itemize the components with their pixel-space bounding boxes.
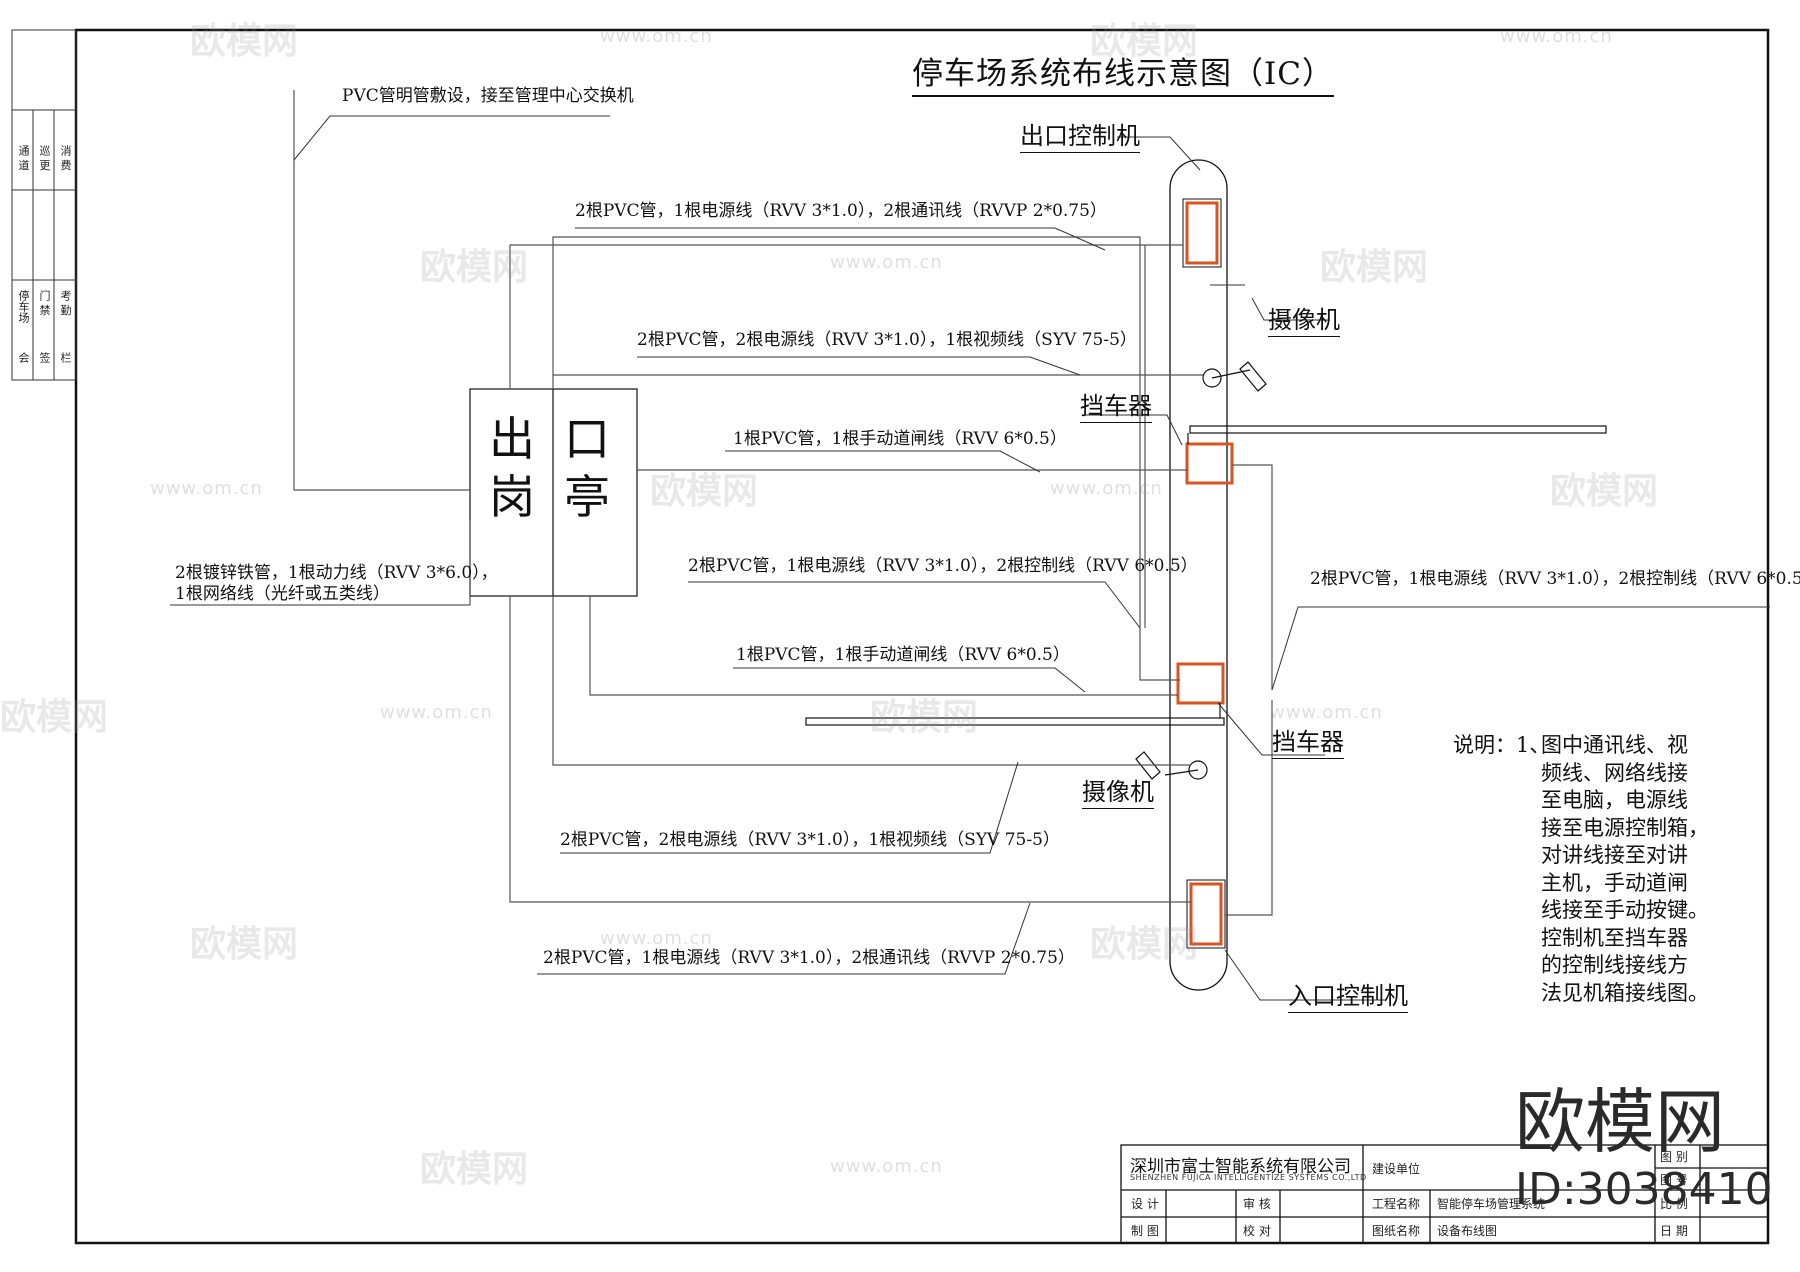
barrier-bottom-label: 挡车器 <box>1272 728 1344 759</box>
cable-label-pvc-center: PVC管明管敷设，接至管理中心交换机 <box>342 86 634 106</box>
notes-line: 法见机箱接线图。 <box>1541 980 1709 1005</box>
notes-body: 图中通讯线、视 频线、网络线接 至电脑，电源线 接至电源控制箱， 对讲线接至对讲… <box>1541 732 1716 1007</box>
watermark-url: www.om.cn <box>1270 702 1383 723</box>
diagram-title: 停车场系统布线示意图（IC） <box>912 56 1334 97</box>
side-panel-col3: 消 费 <box>59 145 72 171</box>
watermark-brand: 欧模网 <box>190 21 299 62</box>
watermark-brand: 欧模网 <box>1090 924 1199 965</box>
exit-controller-box <box>1185 201 1219 265</box>
watermark-brand: 欧模网 <box>420 1149 529 1190</box>
side-panel-col2: 门 禁 <box>38 290 51 316</box>
notes-line: 主机，手动道闸 <box>1541 870 1688 895</box>
leader-lines <box>170 115 1770 1001</box>
tb-type: 图 别 <box>1660 1150 1688 1164</box>
side-panel-col2: 停车场 <box>17 290 30 323</box>
cable-label-bottom-comm: 2根PVC管，1根电源线（RVV 3*1.0），2根通讯线（RVVP 2*0.7… <box>543 948 1075 968</box>
brand-logo-text: 欧模网 <box>1515 1081 1725 1163</box>
watermark-url: www.om.cn <box>1500 26 1613 47</box>
side-panel-col3: 巡 更 <box>38 145 51 171</box>
traffic-island <box>1169 159 1228 991</box>
cable-label-top-video: 2根PVC管，2根电源线（RVV 3*1.0），1根视频线（SYV 75-5） <box>637 330 1137 350</box>
watermark-brand: 欧模网 <box>420 247 529 288</box>
booth-char-kou: 口 <box>564 412 610 466</box>
watermark-url: www.om.cn <box>1050 478 1163 499</box>
notes-line: 对讲线接至对讲 <box>1541 843 1688 867</box>
tb-check: 校 对 <box>1243 1224 1271 1238</box>
watermark-brand: 欧模网 <box>1550 471 1659 512</box>
camera-top <box>1202 361 1267 392</box>
brand-id: ID:3038410 <box>1515 1164 1773 1215</box>
booth-char-gang: 岗 <box>489 470 535 524</box>
cable-label-power-2: 1根网络线（光纤或五类线） <box>175 584 390 604</box>
barrier-top-label: 挡车器 <box>1080 392 1152 423</box>
side-panel-col3: 通 道 <box>17 145 30 171</box>
tb-review: 审 核 <box>1243 1197 1271 1211</box>
cable-label-power-1: 2根镀锌铁管，1根动力线（RVV 3*6.0）， <box>175 563 498 583</box>
watermark-brand: 欧模网 <box>650 471 759 512</box>
booth-char-chu: 出 <box>489 412 535 466</box>
notes-line: 控制机至挡车器 <box>1541 925 1688 950</box>
watermark-brand: 欧模网 <box>0 697 109 738</box>
tb-project-label: 工程名称 <box>1372 1197 1421 1211</box>
notes-line: 至电脑，电源线 <box>1541 788 1688 812</box>
tb-date: 日 期 <box>1660 1224 1688 1238</box>
side-panel-col1: 会 <box>17 352 30 363</box>
watermark-url: www.om.cn <box>380 702 493 723</box>
notes-line: 线接至手动按键。 <box>1541 898 1709 922</box>
side-panel-col1: 签 <box>38 352 51 363</box>
booth-char-ting: 亭 <box>564 470 610 524</box>
watermark-brand: 欧模网 <box>1090 21 1199 62</box>
watermark-url: www.om.cn <box>600 26 713 47</box>
camera-top-label: 摄像机 <box>1268 306 1340 337</box>
side-panel-grid <box>11 29 77 381</box>
tb-design: 设 计 <box>1131 1197 1159 1211</box>
cable-label-top-manual: 1根PVC管，1根手动道闸线（RVV 6*0.5） <box>733 429 1067 449</box>
exit-controller-label: 出口控制机 <box>1020 122 1140 153</box>
watermark-url: www.om.cn <box>830 1156 943 1177</box>
tb-project-value: 智能停车场管理系统 <box>1437 1197 1546 1211</box>
notes-line: 的控制线接线方 <box>1541 953 1688 977</box>
watermark-brand: 欧模网 <box>870 697 979 738</box>
camera-bottom-label: 摄像机 <box>1082 778 1154 809</box>
notes-heading: 说明：1、 <box>1453 733 1551 757</box>
watermark-brand: 欧模网 <box>1320 247 1429 288</box>
watermark-brand: 欧模网 <box>190 924 299 965</box>
barrier-bottom-box <box>1176 662 1225 705</box>
tb-draw: 制 图 <box>1131 1224 1159 1238</box>
barrier-top-box <box>1185 442 1234 485</box>
watermark-url: www.om.cn <box>150 478 263 499</box>
side-panel-col1: 栏 <box>59 352 72 363</box>
entry-controller-box <box>1189 882 1223 946</box>
barrier-arms <box>805 425 1607 726</box>
conduit-lines <box>293 90 1273 916</box>
drawing-frame <box>74 28 1770 1245</box>
cable-label-right-control: 2根PVC管，1根电源线（RVV 3*1.0），2根控制线（RVV 6*0.5） <box>1310 569 1800 589</box>
cable-label-bottom-video: 2根PVC管，2根电源线（RVV 3*1.0），1根视频线（SYV 75-5） <box>560 830 1060 850</box>
notes-line: 频线、网络线接 <box>1541 760 1688 785</box>
notes-line: 图中通讯线、视 <box>1541 733 1688 757</box>
tb-drawing-value: 设备布线图 <box>1437 1224 1498 1238</box>
cable-label-mid-control: 2根PVC管，1根电源线（RVV 3*1.0），2根控制线（RVV 6*0.5） <box>688 556 1198 576</box>
device-boxes <box>1176 201 1234 946</box>
side-panel-col2: 考 勤 <box>59 290 72 316</box>
tb-builder: 建设单位 <box>1372 1162 1421 1176</box>
watermark-url: www.om.cn <box>600 928 713 949</box>
cable-label-top-comm: 2根PVC管，1根电源线（RVV 3*1.0），2根通讯线（RVVP 2*0.7… <box>575 201 1107 221</box>
entry-controller-label: 入口控制机 <box>1288 982 1408 1013</box>
tb-ratio: 比 例 <box>1660 1197 1688 1211</box>
tb-number: 图 号 <box>1660 1173 1688 1187</box>
title-block-grid <box>1120 1144 1769 1244</box>
notes-line: 接至电源控制箱， <box>1541 815 1709 840</box>
watermark-url: www.om.cn <box>830 252 943 273</box>
cable-label-mid-manual: 1根PVC管，1根手动道闸线（RVV 6*0.5） <box>736 645 1070 665</box>
company-name-en: SHENZHEN FUJICA INTELLIGENTIZE SYSTEMS C… <box>1130 1173 1367 1182</box>
company-name: 深圳市富士智能系统有限公司 <box>1130 1157 1351 1177</box>
tb-drawing-label: 图纸名称 <box>1372 1224 1421 1238</box>
